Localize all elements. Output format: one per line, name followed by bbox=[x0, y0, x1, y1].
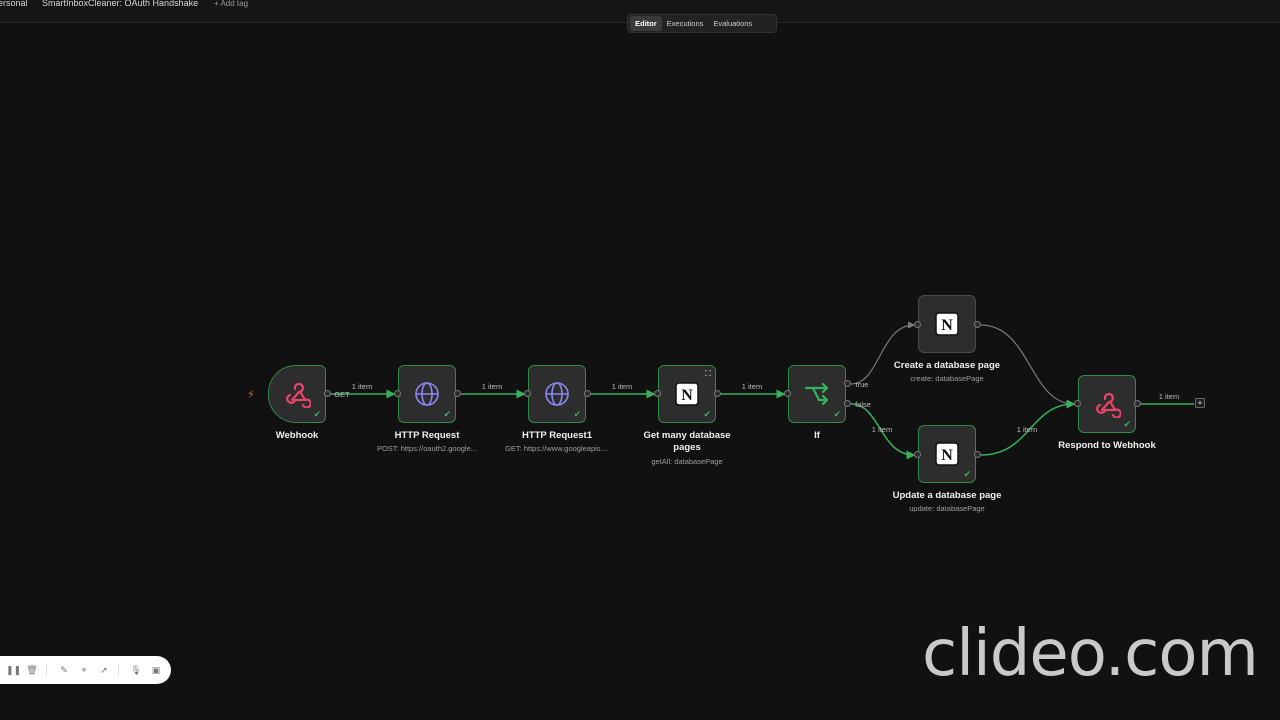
mic-icon[interactable]: 🎙 bbox=[130, 665, 142, 675]
recording-toolbar: ❚❚ 🗑 ✎ ⌖ ➚ 🎙 ▣ bbox=[0, 656, 171, 684]
pen-icon[interactable]: ✎ bbox=[60, 665, 68, 675]
trash-icon[interactable]: 🗑 bbox=[26, 665, 38, 675]
success-check-icon: ✔ bbox=[573, 409, 581, 419]
globe-icon bbox=[545, 382, 569, 406]
pointer-icon[interactable]: ➚ bbox=[100, 665, 108, 675]
branch-true-label: true bbox=[856, 380, 869, 389]
camera-icon[interactable]: ▣ bbox=[151, 665, 161, 675]
notion-icon: N bbox=[675, 382, 699, 406]
notion-icon: N bbox=[935, 442, 959, 466]
node-update-database-page[interactable]: N ✔ bbox=[918, 425, 976, 483]
crosshair-icon[interactable]: ⌖ bbox=[81, 665, 87, 675]
node-title: Respond to Webhook bbox=[1058, 440, 1156, 451]
webhook-icon bbox=[1096, 392, 1121, 418]
node-title: Webhook bbox=[275, 430, 319, 441]
add-tag-button[interactable]: + Add tag bbox=[214, 0, 249, 8]
node-subtitle: GET: https://www.googleapis.... bbox=[505, 444, 609, 453]
svg-text:N: N bbox=[941, 447, 953, 464]
node-title: If bbox=[814, 430, 820, 441]
tab-evaluations[interactable]: Evaluations bbox=[713, 19, 753, 28]
node-subtitle: getAll: databasePage bbox=[651, 457, 723, 466]
node-http-request[interactable]: ✔ bbox=[398, 365, 456, 423]
output-handle-true[interactable] bbox=[844, 380, 851, 387]
input-handle[interactable] bbox=[394, 390, 401, 397]
node-if[interactable]: ✔ bbox=[788, 365, 846, 423]
globe-icon bbox=[415, 382, 439, 406]
connection-if-update[interactable] bbox=[850, 403, 916, 460]
node-webhook[interactable]: ✔ bbox=[268, 365, 326, 423]
success-check-icon: ✔ bbox=[1123, 419, 1131, 429]
svg-text:N: N bbox=[941, 317, 953, 334]
input-handle[interactable] bbox=[1074, 400, 1081, 407]
input-handle[interactable] bbox=[914, 321, 921, 328]
output-handle[interactable] bbox=[454, 390, 461, 397]
output-handle[interactable] bbox=[324, 390, 331, 397]
success-check-icon: ✔ bbox=[313, 409, 321, 419]
branch-icon bbox=[804, 382, 829, 406]
connection-label: 1 item bbox=[742, 382, 762, 391]
method-label: GET bbox=[334, 390, 350, 399]
connection-label: 1 item bbox=[482, 382, 502, 391]
input-handle[interactable] bbox=[784, 390, 791, 397]
connection-label: 1 item bbox=[872, 425, 892, 434]
connection-label: 1 item bbox=[612, 382, 632, 391]
add-node-button[interactable]: + bbox=[1195, 398, 1205, 408]
webhook-icon bbox=[286, 382, 311, 408]
connection-label: 1 item bbox=[352, 382, 372, 391]
svg-text:N: N bbox=[681, 387, 693, 404]
connection-if-create[interactable] bbox=[850, 321, 916, 385]
node-title: Create a database page bbox=[893, 360, 1001, 371]
connection-label: 1 item bbox=[1159, 392, 1179, 401]
node-create-database-page[interactable]: N bbox=[918, 295, 976, 353]
connection-create-respond[interactable] bbox=[980, 324, 1076, 408]
node-subtitle: POST: https://oauth2.google... bbox=[376, 444, 478, 453]
node-title: HTTP Request1 bbox=[521, 430, 593, 441]
output-handle[interactable] bbox=[974, 321, 981, 328]
output-handle[interactable] bbox=[974, 451, 981, 458]
node-respond-to-webhook[interactable]: ✔ bbox=[1078, 375, 1136, 433]
input-handle[interactable] bbox=[914, 451, 921, 458]
node-subtitle: create: databasePage bbox=[910, 374, 984, 383]
success-check-icon: ✔ bbox=[963, 469, 971, 479]
tab-executions[interactable]: Executions bbox=[666, 19, 704, 28]
output-handle-false[interactable] bbox=[844, 400, 851, 407]
branch-false-label: false bbox=[855, 400, 871, 409]
input-handle[interactable] bbox=[654, 390, 661, 397]
node-get-many-database-pages[interactable]: N ⛶ ✔ bbox=[658, 365, 716, 423]
node-title: Update a database page bbox=[892, 490, 1002, 501]
pause-icon[interactable]: ❚❚ bbox=[6, 665, 22, 675]
expand-icon[interactable]: ⛶ bbox=[705, 369, 711, 378]
connection-update-respond[interactable] bbox=[980, 399, 1076, 456]
connection-label: 1 item bbox=[1017, 425, 1037, 434]
output-handle[interactable] bbox=[1134, 400, 1141, 407]
toolbar-divider bbox=[118, 664, 119, 676]
node-title: Get many database pages bbox=[643, 430, 731, 453]
output-handle[interactable] bbox=[584, 390, 591, 397]
node-title: HTTP Request bbox=[394, 430, 460, 441]
watermark: clideo.com bbox=[922, 617, 1259, 691]
workflow-name[interactable]: SmartInboxCleaner: OAuth Handshake bbox=[42, 0, 199, 8]
trigger-bolt-icon: ⚡ bbox=[247, 389, 255, 401]
tab-editor[interactable]: Editor bbox=[630, 16, 662, 31]
success-check-icon: ✔ bbox=[703, 409, 711, 419]
input-handle[interactable] bbox=[524, 390, 531, 397]
output-handle[interactable] bbox=[714, 390, 721, 397]
node-http-request1[interactable]: ✔ bbox=[528, 365, 586, 423]
view-tabs: Editor Executions Evaluations bbox=[627, 14, 777, 33]
toolbar-divider bbox=[46, 664, 47, 676]
success-check-icon: ✔ bbox=[443, 409, 451, 419]
node-subtitle: update: databasePage bbox=[909, 504, 985, 513]
breadcrumb-owner[interactable]: ersonal bbox=[0, 0, 28, 8]
success-check-icon: ✔ bbox=[833, 409, 841, 419]
notion-icon: N bbox=[935, 312, 959, 336]
